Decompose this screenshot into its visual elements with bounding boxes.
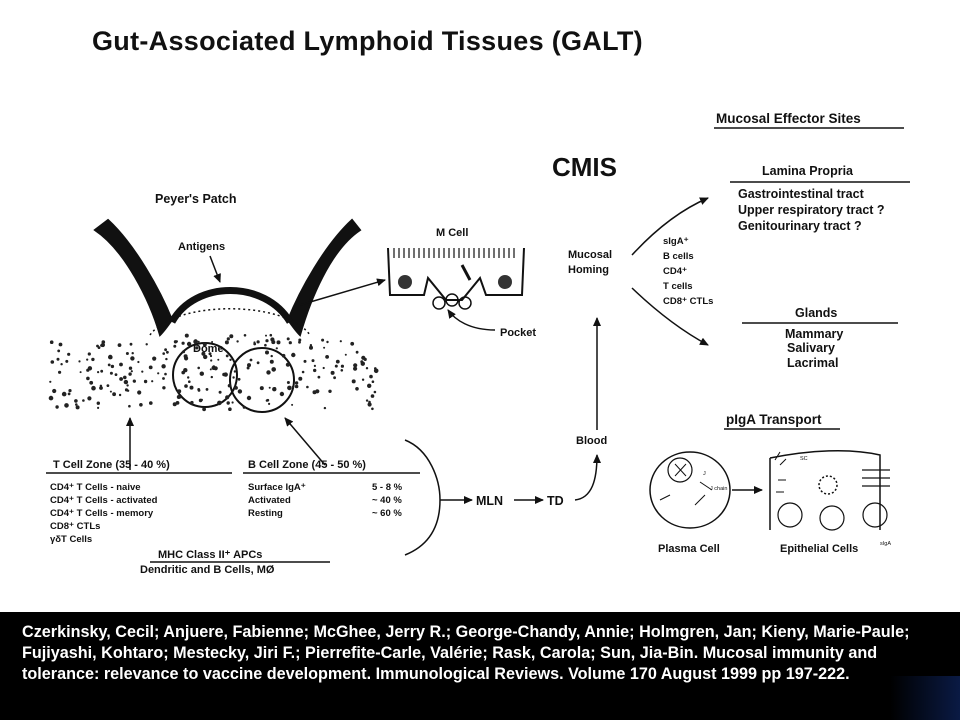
mucosal-homing-line1: Mucosal — [568, 249, 612, 261]
siga-label: sIgA — [880, 541, 891, 547]
cmis-label: CMIS — [552, 152, 617, 182]
b-zone-label-0: Surface IgA⁺ — [248, 482, 306, 493]
plasma-cell-drawing — [649, 451, 731, 529]
mln-label: MLN — [476, 494, 503, 508]
b-zone-heading: B Cell Zone (45 - 50 %) — [248, 459, 366, 471]
peyers-patch-drawing — [48, 218, 379, 413]
antigens-label: Antigens — [178, 241, 225, 253]
citation-text: Czerkinsky, Cecil; Anjuere, Fabienne; Mc… — [22, 623, 910, 683]
dome-label: Dome — [193, 343, 224, 355]
b-zone-value-2: ~ 60 % — [372, 508, 402, 519]
lamina-item-1: Upper respiratory tract ? — [738, 203, 885, 217]
m-cell-label: M Cell — [436, 227, 468, 239]
homing-cell-2: CD4⁺ — [663, 266, 687, 277]
footer-corner-gradient — [890, 676, 960, 720]
epithelial-cells-label: Epithelial Cells — [780, 543, 858, 555]
gland-item-0: Mammary — [785, 327, 843, 341]
b-zone-value-1: ~ 40 % — [372, 495, 402, 506]
m-cell-drawing — [387, 247, 525, 310]
blood-label: Blood — [576, 435, 607, 447]
mhc-line1: MHC Class II⁺ APCs — [158, 549, 262, 561]
follicle-right — [229, 347, 295, 413]
homing-cell-4: CD8⁺ CTLs — [663, 296, 713, 307]
gland-item-2: Lacrimal — [787, 356, 838, 370]
effector-sites-heading: Mucosal Effector Sites — [716, 111, 861, 126]
pocket-label: Pocket — [500, 327, 536, 339]
gland-item-1: Salivary — [787, 341, 835, 355]
sc-label: SC — [800, 456, 808, 462]
homing-cell-3: T cells — [663, 281, 693, 292]
mhc-line2: Dendritic and B Cells, MØ — [140, 564, 275, 576]
t-zone-item-2: CD4⁺ T Cells - memory — [50, 508, 154, 519]
td-label: TD — [547, 494, 564, 508]
t-zone-heading: T Cell Zone (35 - 40 %) — [53, 459, 170, 471]
glands-heading: Glands — [795, 306, 837, 320]
homing-cell-0: sIgA⁺ — [663, 236, 689, 247]
galt-diagram: Gut-Associated Lymphoid Tissues (GALT) P… — [46, 26, 910, 576]
homing-cell-1: B cells — [663, 251, 694, 262]
epithelial-cells-drawing — [769, 450, 890, 531]
t-zone-item-3: CD8⁺ CTLs — [50, 521, 100, 532]
lamina-item-0: Gastrointestinal tract — [738, 187, 865, 201]
plasma-cell-label: Plasma Cell — [658, 543, 720, 555]
lamina-propria-heading: Lamina Propria — [762, 164, 854, 178]
piga-heading: pIgA Transport — [726, 412, 822, 427]
t-zone-item-0: CD4⁺ T Cells - naive — [50, 482, 141, 493]
b-zone-label-1: Activated — [248, 495, 291, 506]
t-zone-item-4: γδT Cells — [50, 534, 92, 545]
peyers-patch-label: Peyer's Patch — [155, 192, 237, 206]
lymphocyte-speckles — [48, 333, 379, 412]
b-zone-label-2: Resting — [248, 508, 283, 519]
b-zone-value-0: 5 - 8 % — [372, 482, 403, 493]
diagram-title: Gut-Associated Lymphoid Tissues (GALT) — [92, 26, 643, 56]
lamina-item-2: Genitourinary tract ? — [738, 219, 862, 233]
plasma-small-0: J — [703, 471, 706, 477]
mucosal-homing-line2: Homing — [568, 264, 609, 276]
citation-footer: Czerkinsky, Cecil; Anjuere, Fabienne; Mc… — [0, 612, 960, 720]
t-zone-item-1: CD4⁺ T Cells - activated — [50, 495, 158, 506]
plasma-small-3: J chain — [710, 486, 727, 492]
